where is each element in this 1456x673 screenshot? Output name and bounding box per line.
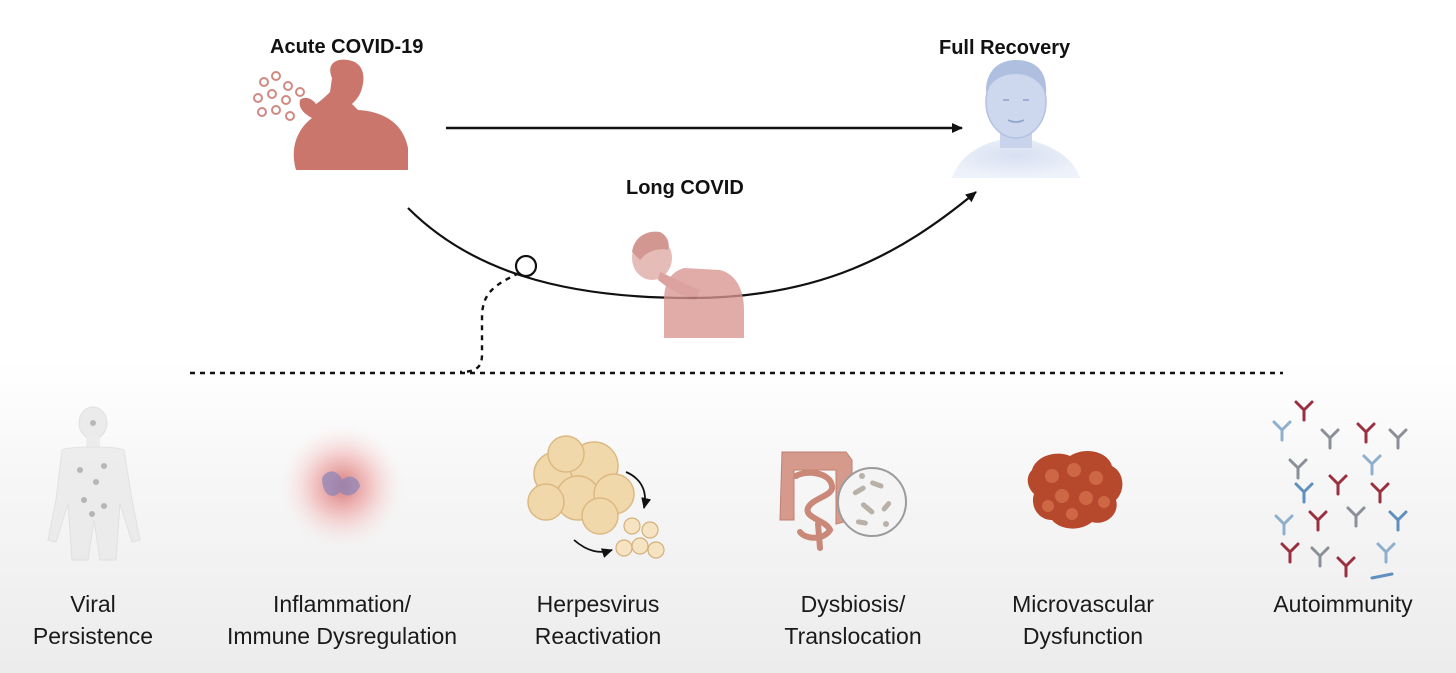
dotted-connector <box>459 271 520 374</box>
body-virus-icon <box>47 406 141 561</box>
recovered-person-icon <box>952 60 1080 178</box>
coughing-person-icon <box>253 59 408 170</box>
long-covid-title: Long COVID <box>626 177 744 199</box>
mechanism-label-autoimmunity: Autoimmunity <box>1273 591 1413 617</box>
mechanism-label-inflammation: Inflammation/Immune Dysregulation <box>226 591 458 649</box>
fatigued-person-icon <box>632 231 744 338</box>
mechanism-label-dysbiosis: Dysbiosis/Translocation <box>784 591 922 649</box>
microvascular-clot-icon <box>1027 451 1123 529</box>
inflamed-tissue-icon <box>280 424 404 548</box>
herpesvirus-cells-icon <box>527 435 665 559</box>
antibodies-icon <box>1272 400 1408 580</box>
curve-zoom-marker <box>514 254 538 278</box>
full-recovery-title: Full Recovery <box>939 37 1071 59</box>
intestine-microbiome-icon <box>779 451 907 551</box>
acute-covid-title: Acute COVID-19 <box>270 36 424 58</box>
